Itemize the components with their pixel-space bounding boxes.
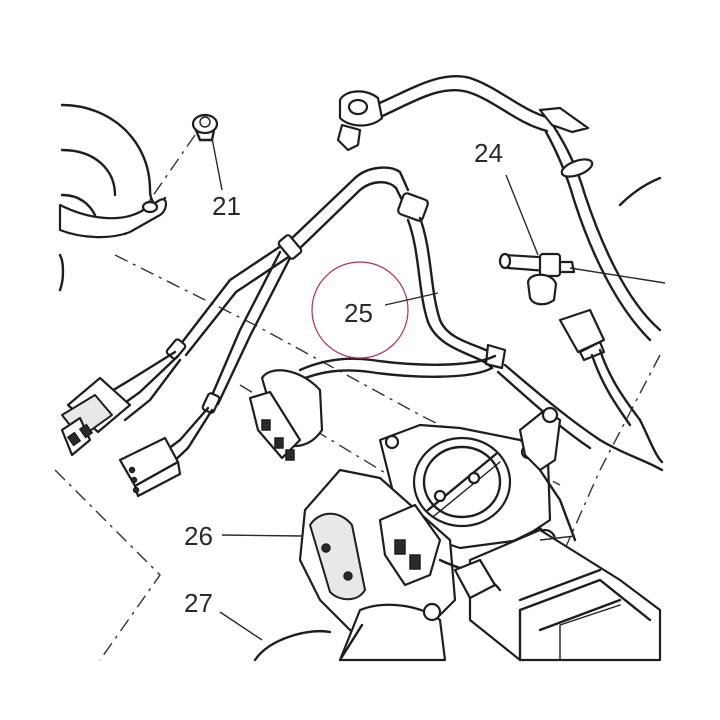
mounting-bracket xyxy=(58,103,168,292)
upper-hose xyxy=(373,75,662,342)
flat-connector xyxy=(118,436,182,498)
gasket-27 xyxy=(219,611,364,662)
callout-27: 27 xyxy=(184,588,213,618)
left-connector xyxy=(60,376,132,457)
callout-25: 25 xyxy=(344,298,373,328)
bolt-hole xyxy=(141,200,159,214)
callout-26: 26 xyxy=(184,521,213,551)
right-connector xyxy=(558,308,664,464)
hose-clip xyxy=(336,90,384,152)
callout-21: 21 xyxy=(212,191,241,221)
callout-24: 24 xyxy=(474,138,503,168)
connector-boot xyxy=(248,369,324,461)
actuator-26 xyxy=(298,468,502,662)
throttle-body xyxy=(378,406,662,662)
highlight-circle xyxy=(311,261,409,359)
sensor-24 xyxy=(498,174,666,306)
bolt-21 xyxy=(191,113,223,191)
